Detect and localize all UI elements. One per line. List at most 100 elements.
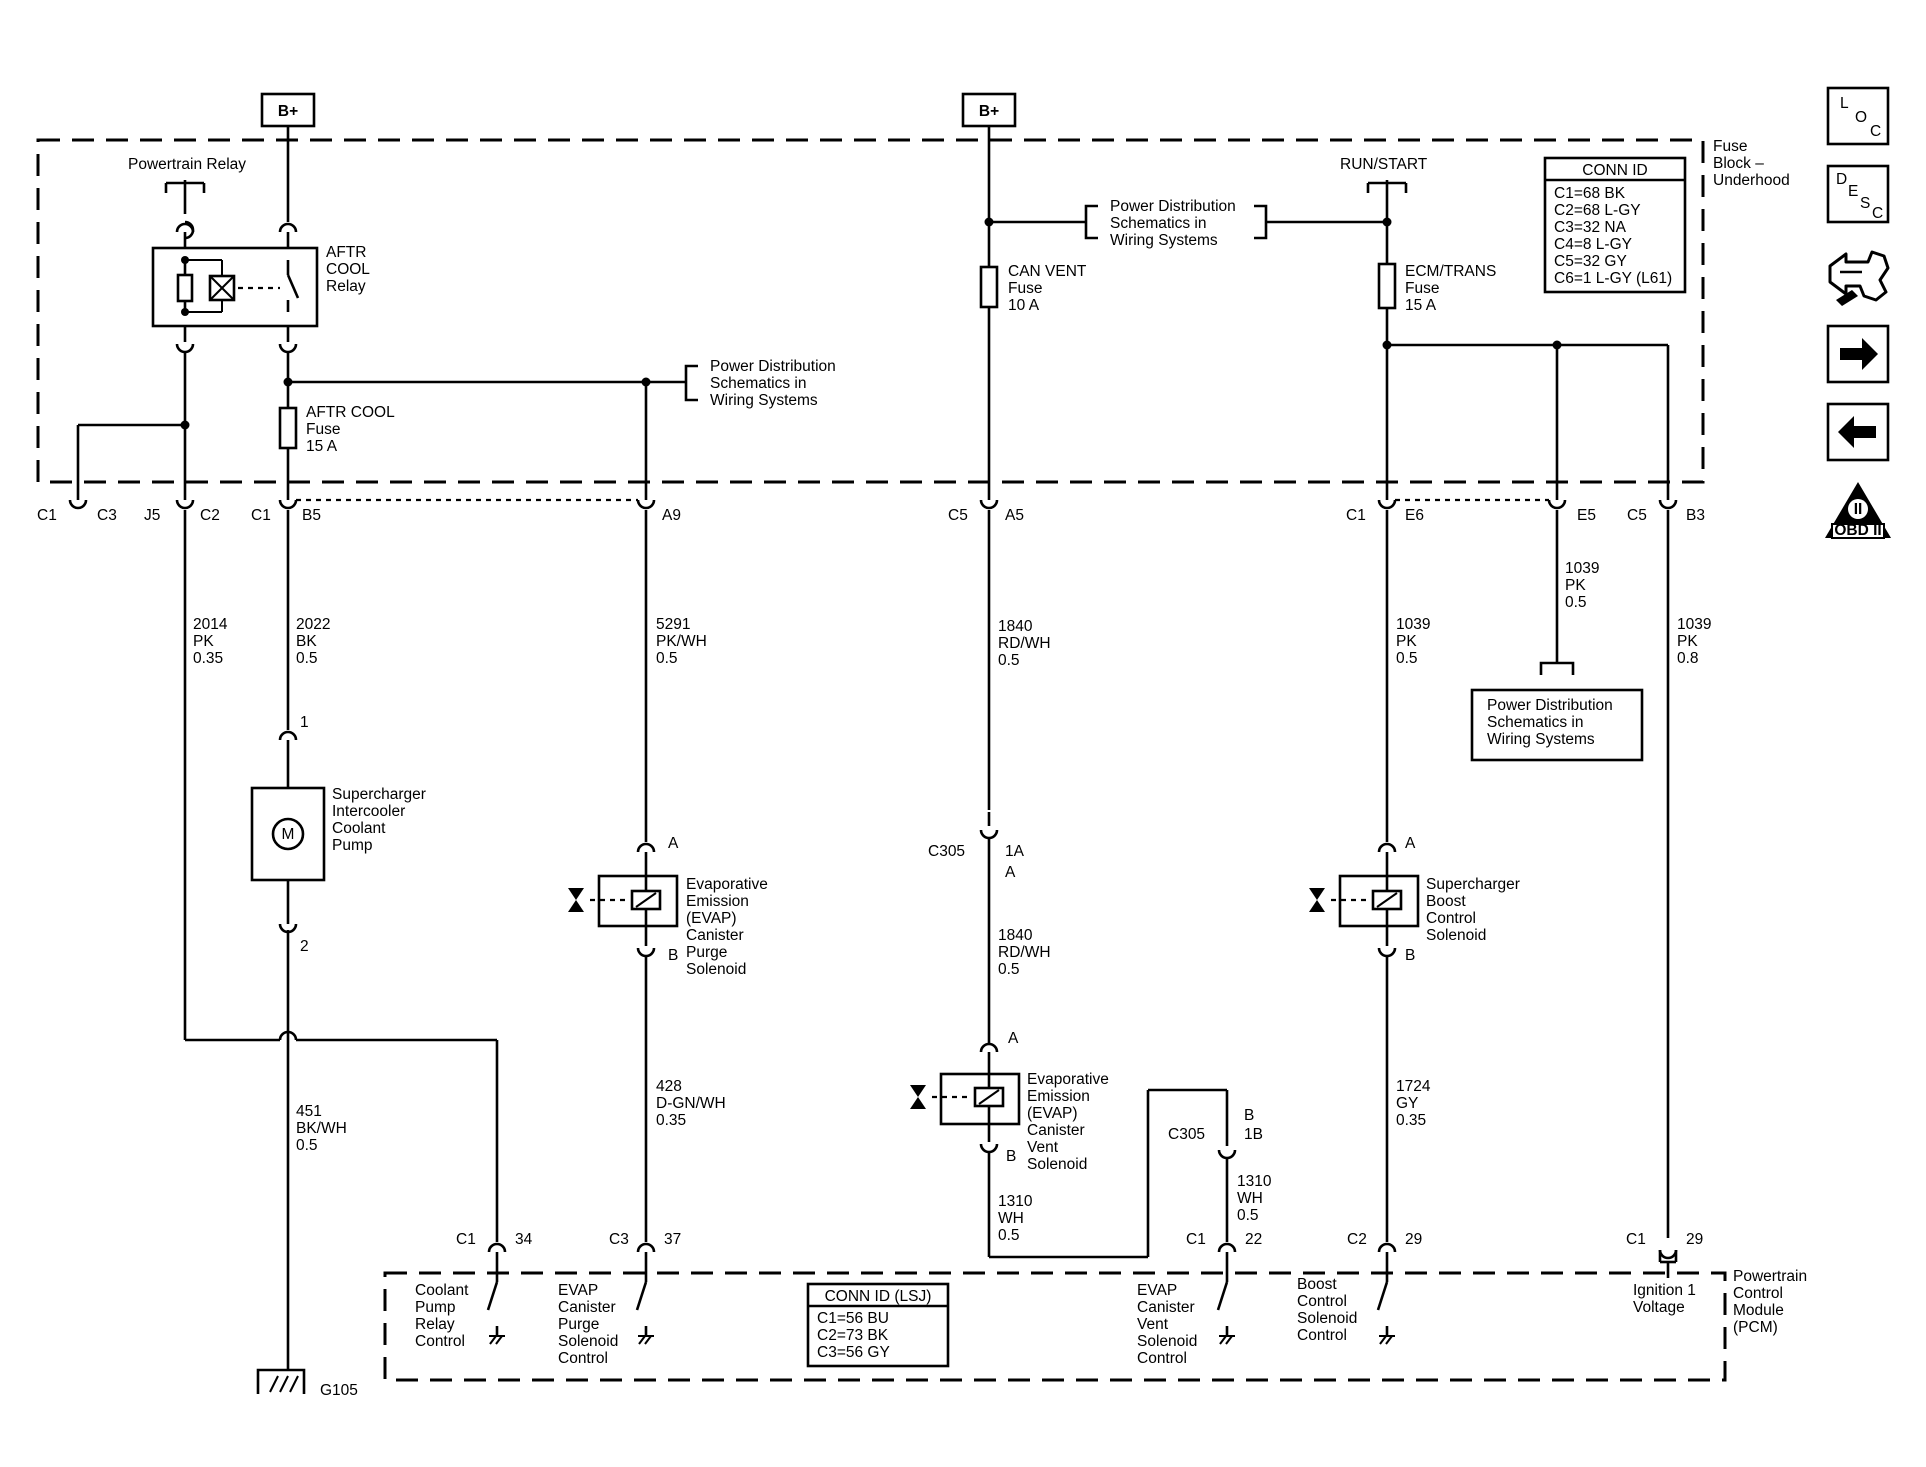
pd-ref-right: Power Distribution Schematics in Wiring … [1470, 661, 1644, 762]
svg-text:Solenoid: Solenoid [1426, 927, 1486, 944]
svg-text:(PCM): (PCM) [1733, 1319, 1778, 1336]
svg-text:Fuse: Fuse [1713, 138, 1747, 155]
svg-text:C4=8 L-GY: C4=8 L-GY [1554, 236, 1632, 253]
svg-text:A5: A5 [1005, 507, 1024, 524]
svg-text:Fuse: Fuse [1405, 280, 1439, 297]
desc-button[interactable]: D E S C [1826, 164, 1890, 224]
pcm-pin-coolant: C1 34 [456, 1231, 533, 1345]
svg-text:Pump: Pump [332, 837, 373, 854]
svg-text:Purge: Purge [686, 944, 727, 961]
svg-text:RUN/START: RUN/START [1340, 156, 1428, 173]
svg-text:A: A [668, 835, 679, 852]
svg-text:C2: C2 [200, 507, 220, 524]
svg-text:0.35: 0.35 [193, 650, 223, 667]
svg-text:S: S [1860, 195, 1870, 212]
svg-text:C3=32 NA: C3=32 NA [1554, 219, 1627, 236]
pcm-label-ign: Ignition 1 Voltage [1633, 1282, 1696, 1316]
svg-text:D: D [1836, 171, 1847, 188]
svg-text:C1: C1 [251, 507, 271, 524]
svg-text:E5: E5 [1577, 507, 1596, 524]
svg-text:Solenoid: Solenoid [1137, 1333, 1197, 1350]
wire-1310-a: 1310 WH 0.5 [998, 1193, 1033, 1244]
svg-text:Supercharger: Supercharger [332, 786, 426, 803]
next-arrow-button[interactable] [1826, 324, 1890, 384]
svg-text:Control: Control [1297, 1293, 1347, 1310]
svg-text:Fuse: Fuse [306, 421, 340, 438]
wire-5291: 5291 PK/WH 0.5 [656, 616, 707, 667]
svg-text:Vent: Vent [1027, 1139, 1059, 1156]
wire-1310-b: 1310 WH 0.5 [1237, 1173, 1272, 1224]
svg-text:Power Distribution: Power Distribution [1487, 697, 1613, 714]
svg-text:O: O [1855, 109, 1867, 126]
pd-ref-left: Power Distribution Schematics in Wiring … [684, 358, 836, 409]
svg-text:M: M [282, 826, 295, 843]
svg-text:1039: 1039 [1565, 560, 1599, 577]
svg-text:1310: 1310 [1237, 1173, 1272, 1190]
svg-text:E: E [1848, 183, 1858, 200]
svg-text:OBD II: OBD II [1834, 522, 1881, 539]
svg-text:A: A [1405, 835, 1416, 852]
svg-text:(EVAP): (EVAP) [1027, 1105, 1078, 1122]
connector-view-icon[interactable] [1828, 250, 1890, 306]
svg-text:0.5: 0.5 [1396, 650, 1418, 667]
svg-text:15 A: 15 A [306, 438, 338, 455]
svg-text:C305: C305 [1168, 1126, 1205, 1143]
svg-text:Wiring Systems: Wiring Systems [1110, 232, 1218, 249]
svg-text:Underhood: Underhood [1713, 172, 1790, 189]
svg-text:0.5: 0.5 [998, 961, 1020, 978]
wire-1724: 1724 GY 0.35 [1396, 1078, 1431, 1129]
obd-ii-icon[interactable]: OBD II II [1825, 482, 1891, 539]
svg-text:Emission: Emission [686, 893, 749, 910]
fuse-block-frame [36, 138, 1705, 484]
svg-text:A: A [1005, 864, 1016, 881]
svg-text:Solenoid: Solenoid [686, 961, 746, 978]
svg-text:J5: J5 [144, 507, 160, 524]
svg-text:A: A [1008, 1030, 1019, 1047]
c305-lower: B 1B C305 [1168, 1107, 1263, 1160]
svg-text:Intercooler: Intercooler [332, 803, 405, 820]
loc-button[interactable]: L O C [1826, 86, 1890, 146]
svg-text:C1: C1 [1186, 1231, 1206, 1248]
svg-text:PK: PK [1565, 577, 1586, 594]
svg-text:C1: C1 [456, 1231, 476, 1248]
can-vent-fuse: CAN VENT Fuse 10 A [979, 263, 1087, 314]
pcm-pin-purge: C3 37 [609, 1231, 681, 1345]
svg-text:Control: Control [558, 1350, 608, 1367]
prev-arrow-button[interactable] [1826, 402, 1890, 462]
wire-1039-a: 1039 PK 0.5 [1396, 616, 1430, 667]
pcm-label-coolant: Coolant Pump Relay Control [415, 1282, 469, 1350]
svg-text:Evaporative: Evaporative [1027, 1071, 1109, 1088]
svg-text:1039: 1039 [1677, 616, 1711, 633]
svg-text:Solenoid: Solenoid [1297, 1310, 1357, 1327]
pcm-pin-ign: C1 29 [1626, 1231, 1703, 1278]
wire-428: 428 D-GN/WH 0.35 [656, 1078, 726, 1129]
svg-text:EVAP: EVAP [1137, 1282, 1177, 1299]
svg-text:Canister: Canister [1027, 1122, 1085, 1139]
svg-text:1840: 1840 [998, 927, 1033, 944]
svg-text:C: C [1872, 205, 1883, 222]
svg-text:B+: B+ [979, 103, 999, 120]
svg-text:Schematics in: Schematics in [710, 375, 806, 392]
svg-text:RD/WH: RD/WH [998, 944, 1051, 961]
svg-text:PK: PK [1677, 633, 1698, 650]
svg-text:COOL: COOL [326, 261, 370, 278]
svg-text:34: 34 [515, 1231, 533, 1248]
svg-text:C2=73 BK: C2=73 BK [817, 1327, 889, 1344]
svg-text:C: C [1870, 123, 1881, 140]
svg-text:Power Distribution: Power Distribution [1110, 198, 1236, 215]
svg-text:Powertrain: Powertrain [1733, 1268, 1807, 1285]
svg-text:B: B [1405, 947, 1415, 964]
svg-text:(EVAP): (EVAP) [686, 910, 737, 927]
svg-text:1B: 1B [1244, 1126, 1263, 1143]
svg-text:B5: B5 [302, 507, 321, 524]
svg-text:Coolant: Coolant [415, 1282, 469, 1299]
svg-text:10 A: 10 A [1008, 297, 1040, 314]
svg-text:0.5: 0.5 [998, 652, 1020, 669]
run-start-source: RUN/START [1340, 156, 1428, 264]
aftr-cool-relay: AFTR COOL Relay [151, 244, 370, 328]
svg-text:G105: G105 [320, 1382, 358, 1399]
svg-text:C1: C1 [1626, 1231, 1646, 1248]
svg-text:B: B [1244, 1107, 1254, 1124]
svg-text:C3=56 GY: C3=56 GY [817, 1344, 890, 1361]
svg-text:C6=1 L-GY (L61): C6=1 L-GY (L61) [1554, 270, 1672, 287]
